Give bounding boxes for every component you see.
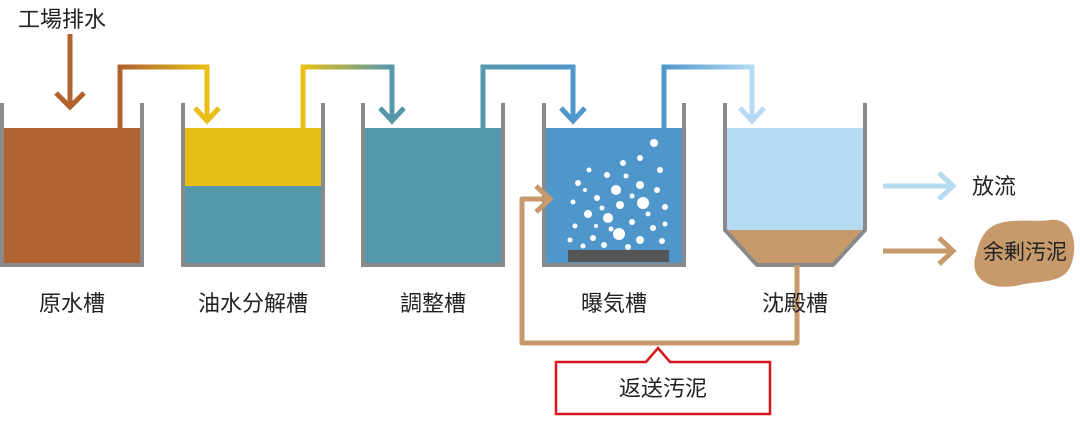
- inflow-label: 工場排水: [18, 8, 106, 33]
- air-bubble: [629, 219, 635, 225]
- air-bubble: [594, 195, 600, 201]
- air-bubble: [590, 235, 596, 241]
- inflow-arrow: [54, 34, 86, 111]
- air-bubble: [662, 221, 668, 227]
- discharge-label: 放流: [972, 175, 1016, 200]
- tank-wall: [0, 103, 144, 267]
- raw-water-fill: [2, 128, 142, 265]
- air-bubble: [583, 188, 587, 192]
- air-bubble: [636, 181, 644, 189]
- oil-layer: [183, 128, 323, 186]
- air-bubble: [580, 243, 586, 249]
- excess-sludge-label: 余剰汚泥: [983, 240, 1067, 264]
- air-bubble: [620, 160, 626, 166]
- air-bubble: [570, 199, 576, 205]
- air-bubble: [608, 226, 614, 232]
- tank-label-oil-water-separator: 油水分解槽: [198, 292, 308, 317]
- discharge-arrow: [883, 171, 957, 201]
- tank-label-aeration: 曝気槽: [581, 292, 647, 317]
- transfer-arrow-4-5: [661, 64, 766, 128]
- air-bubbles: [567, 139, 668, 250]
- tank-label-equalization: 調整槽: [400, 292, 466, 317]
- tank-sedimentation: [723, 103, 867, 267]
- transfer-arrow-2-3: [300, 64, 406, 128]
- air-bubble: [637, 197, 649, 209]
- air-bubble: [657, 167, 663, 173]
- air-bubble: [654, 187, 660, 193]
- air-bubble: [613, 228, 625, 240]
- tank-wall: [181, 103, 325, 267]
- tank-label-sedimentation: 沈殿槽: [762, 292, 828, 317]
- equalization-water: [363, 128, 503, 265]
- excess-sludge-arrow: [883, 236, 957, 266]
- transfer-arrow-1-2: [117, 64, 221, 128]
- tank-oil-water-separator: [181, 103, 325, 267]
- air-bubble: [599, 205, 605, 211]
- sludge-blob: [974, 219, 1075, 287]
- return-sludge-label: 返送汚泥: [619, 377, 707, 402]
- air-bubble: [601, 242, 607, 248]
- tank-wall: [542, 103, 686, 267]
- tank-aeration: [542, 103, 686, 267]
- tank-equalization: [361, 103, 505, 267]
- return-sludge-callout: 返送汚泥: [554, 346, 772, 416]
- air-bubble: [650, 225, 656, 231]
- air-bubble: [659, 238, 665, 244]
- air-bubble: [567, 237, 573, 243]
- air-bubble: [645, 211, 651, 217]
- tank-wall: [361, 103, 505, 267]
- settled-sludge: [725, 230, 865, 265]
- air-bubble: [586, 167, 592, 173]
- air-bubble: [650, 139, 658, 147]
- air-bubble: [604, 172, 610, 178]
- air-bubble: [636, 236, 644, 244]
- clear-water: [725, 128, 865, 230]
- water-layer: [183, 186, 323, 265]
- air-bubble: [572, 223, 578, 229]
- tank-label-raw-water: 原水槽: [39, 292, 105, 317]
- air-bubble: [629, 193, 635, 199]
- transfer-arrow-3-4: [480, 64, 587, 128]
- air-bubble: [603, 213, 613, 223]
- air-bubble: [611, 185, 621, 195]
- return-sludge-arrow: [519, 184, 800, 346]
- air-bubble: [637, 155, 643, 161]
- air-diffuser: [568, 250, 669, 262]
- air-bubble: [616, 201, 624, 209]
- air-bubble: [623, 173, 629, 179]
- air-bubble: [594, 224, 598, 228]
- tank-raw-water: [0, 103, 144, 267]
- air-bubble: [625, 244, 631, 250]
- aeration-water: [544, 128, 684, 265]
- air-bubble: [584, 210, 592, 218]
- air-bubble: [662, 204, 668, 210]
- air-bubble: [575, 180, 581, 186]
